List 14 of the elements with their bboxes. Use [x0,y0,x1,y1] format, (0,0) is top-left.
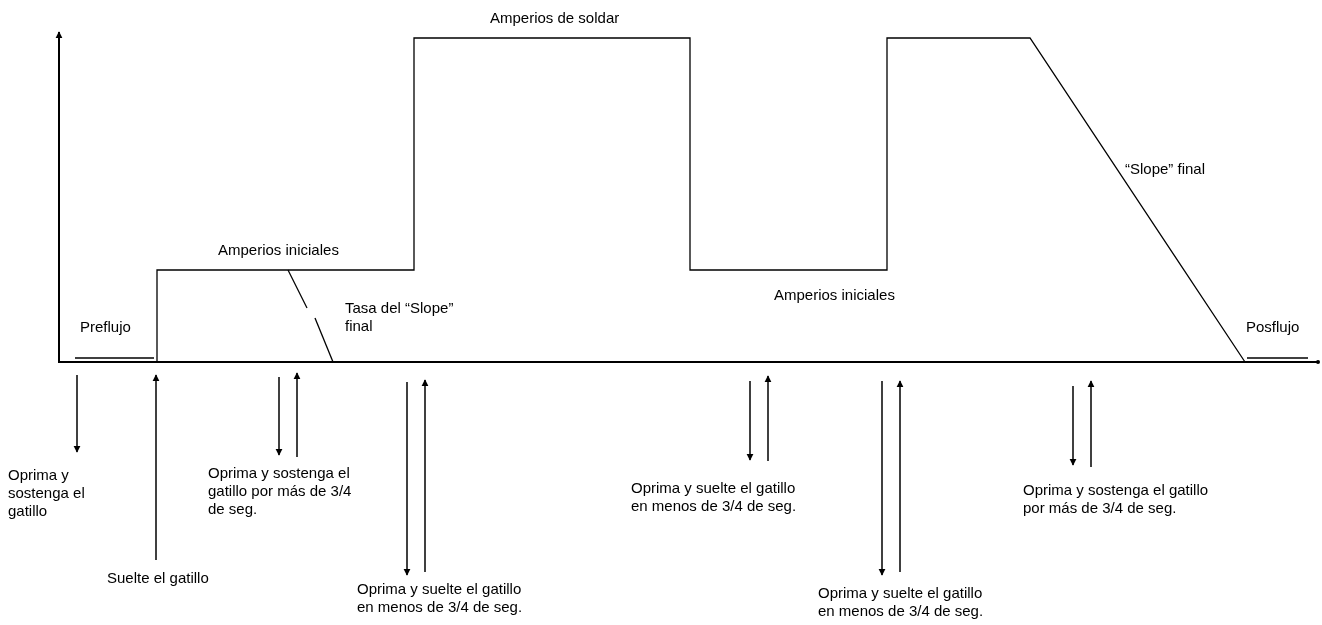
slope-label: “Slope” final [1125,160,1207,178]
trigger-instruction: Oprima y suelte el gatillo en menos de 3/4 de seg. [631,479,798,515]
gas-flow-label: Posflujo [1246,318,1301,336]
trigger-instruction: Oprima y sostenga el gatillo por más de 3/4 de seg. [1023,481,1210,517]
trigger-instruction: Oprima y suelte el gatillo en menos de 3/4 de seg. [818,584,985,620]
current-label: Amperios iniciales [774,286,896,304]
trigger-instruction: Oprima y sostenga el gatillo [8,466,86,520]
trigger-instruction: Oprima y sostenga el gatillo por más de 3/4 de seg. [208,464,353,518]
trigger-instruction: Oprima y suelte el gatillo en menos de 3/4 de seg. [357,580,524,616]
current-label: Amperios de soldar [490,9,621,27]
current-label: Amperios iniciales [218,241,340,259]
gas-flow-label: Preflujo [80,318,132,336]
slope-rate-label: Tasa del “Slope” final [345,299,455,335]
trigger-instruction: Suelte el gatillo [107,569,210,587]
